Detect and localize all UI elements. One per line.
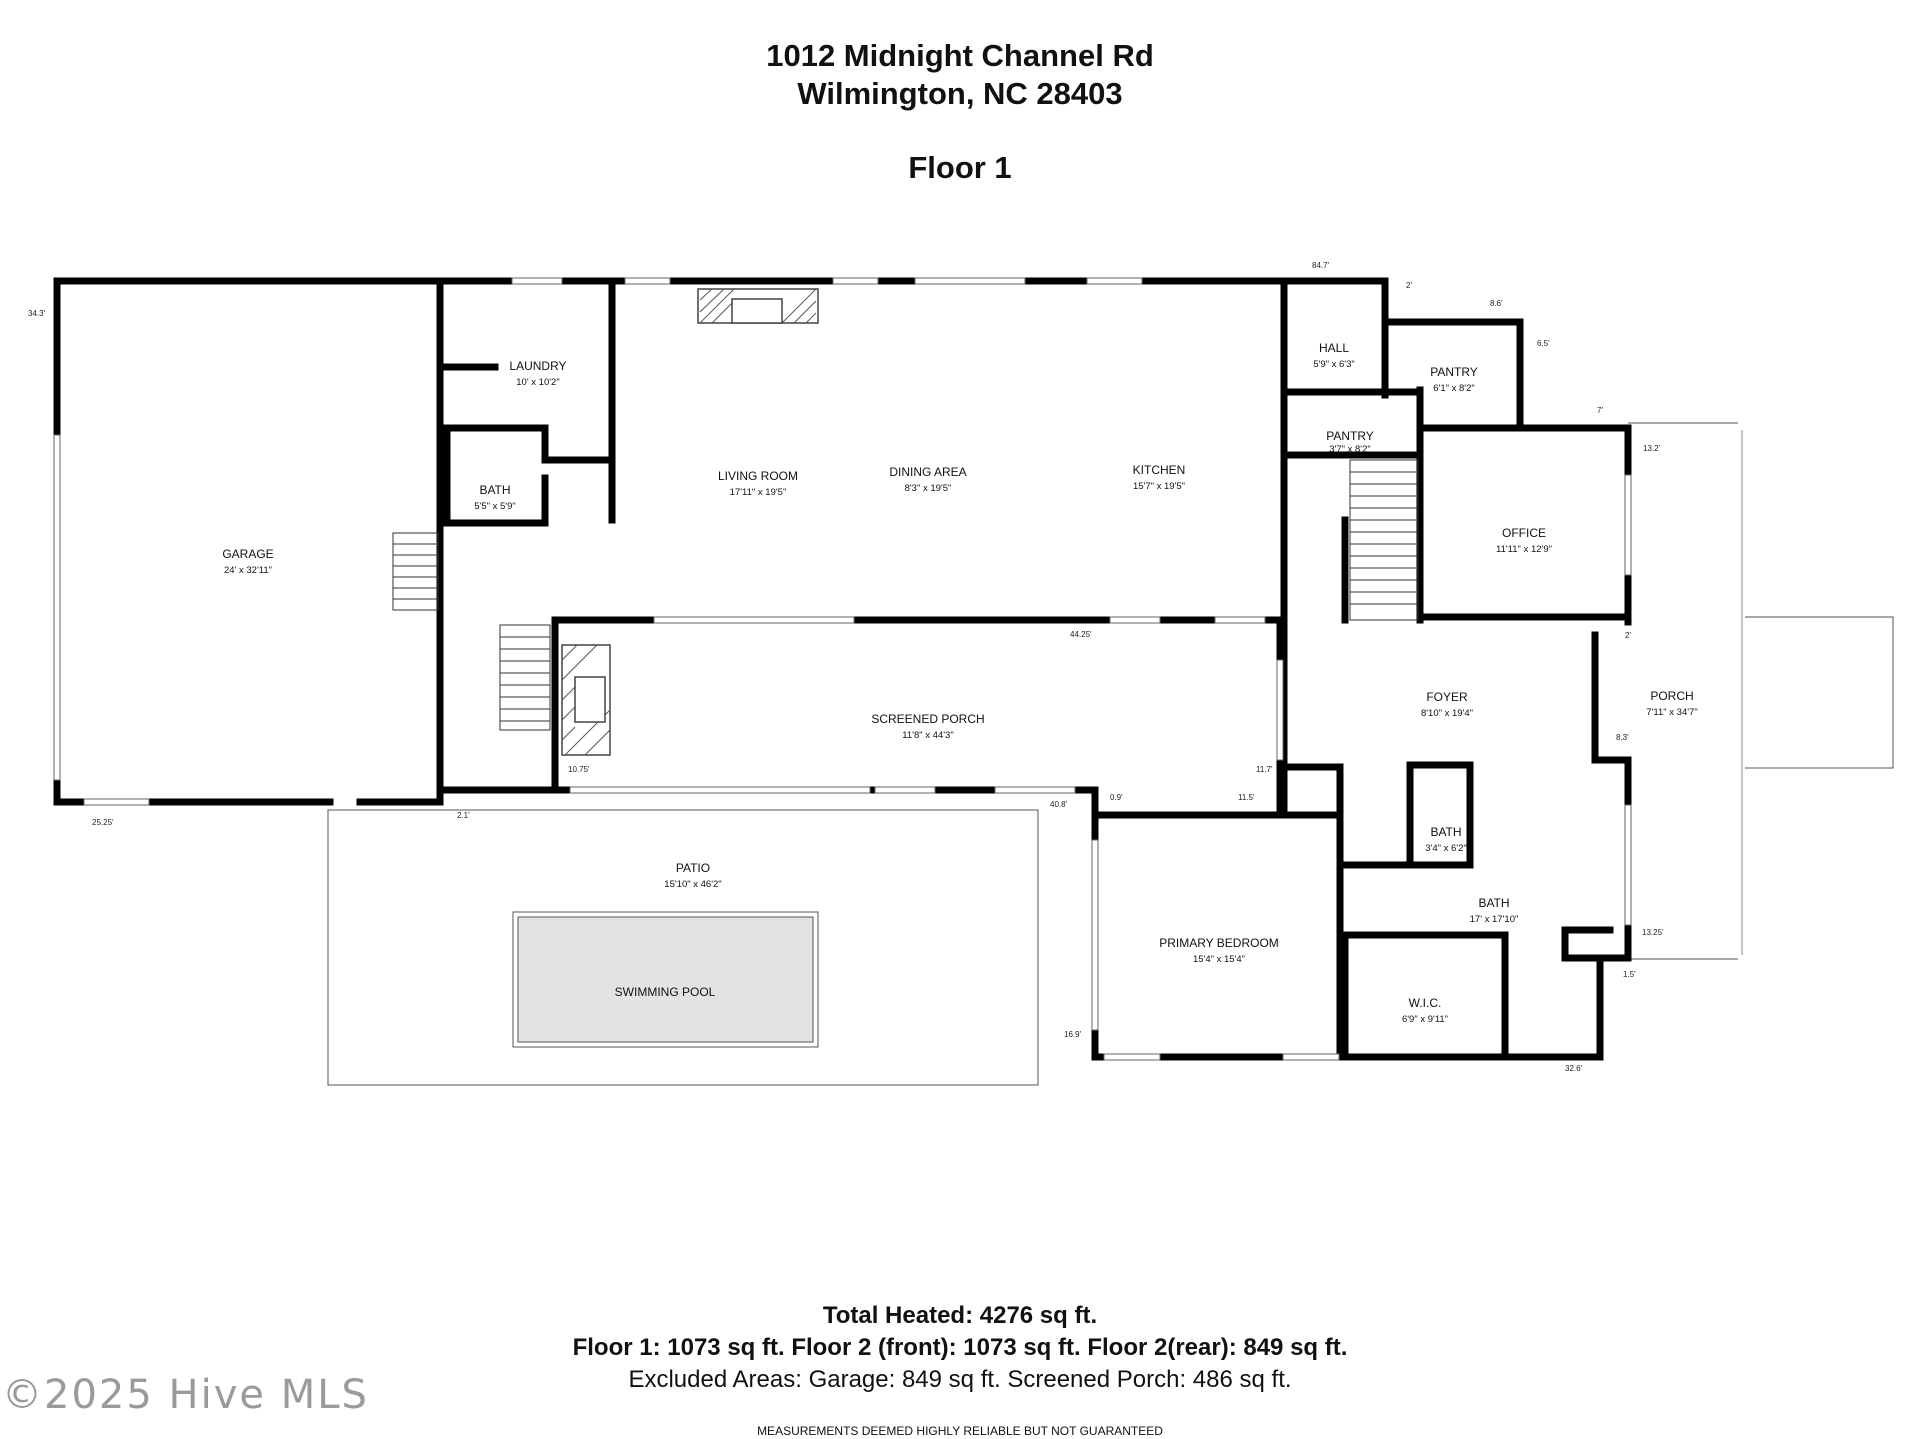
bath1-dims: 5'5" x 5'9" bbox=[474, 501, 516, 512]
porch-label: PORCH bbox=[1650, 689, 1693, 703]
excluded-areas: Excluded Areas: Garage: 849 sq ft. Scree… bbox=[628, 1366, 1292, 1393]
fireplace-icon bbox=[697, 288, 819, 324]
pantry2-dims: 3'7" x 8'2" bbox=[1329, 444, 1371, 455]
foyer-label: FOYER bbox=[1426, 690, 1468, 704]
watermark: ©2025 Hive MLS bbox=[2, 1372, 369, 1418]
patio-label: PATIO bbox=[676, 861, 710, 875]
office-label: OFFICE bbox=[1502, 526, 1546, 540]
measurement: 25.25' bbox=[92, 818, 114, 827]
primary-bedroom-dims: 15'4" x 15'4" bbox=[1193, 954, 1245, 965]
wic-label: W.I.C. bbox=[1409, 996, 1442, 1010]
kitchen-label: KITCHEN bbox=[1133, 463, 1186, 477]
patio-dims: 15'10" x 46'2" bbox=[664, 879, 721, 890]
measurement: 6.5' bbox=[1537, 339, 1550, 348]
measurement: 2' bbox=[1406, 281, 1412, 290]
measurement: 2' bbox=[1625, 631, 1631, 640]
hall-dims: 5'9" x 6'3" bbox=[1313, 359, 1355, 370]
fireplace-porch-icon bbox=[561, 644, 611, 756]
bath3-dims: 17' x 17'10" bbox=[1470, 914, 1519, 925]
foyer-dims: 8'10" x 19'4" bbox=[1421, 708, 1473, 719]
total-heated: Total Heated: 4276 sq ft. bbox=[822, 1302, 1098, 1329]
primary-bedroom-label: PRIMARY BEDROOM bbox=[1159, 936, 1279, 950]
dining-area-dims: 8'3" x 19'5" bbox=[905, 483, 952, 494]
measurement: 8.6' bbox=[1490, 299, 1503, 308]
dining-area-label: DINING AREA bbox=[889, 465, 966, 479]
bath2-label: BATH bbox=[1430, 825, 1461, 839]
screened-porch-dims: 11'8" x 44'3" bbox=[902, 730, 953, 741]
floor-breakdown: Floor 1: 1073 sq ft. Floor 2 (front): 10… bbox=[572, 1334, 1348, 1361]
hall-label: HALL bbox=[1319, 341, 1349, 355]
screened-porch-label: SCREENED PORCH bbox=[871, 712, 984, 726]
measurement: 1.5' bbox=[1623, 970, 1636, 979]
pantry2-label: PANTRY bbox=[1326, 429, 1374, 443]
bath3-label: BATH bbox=[1478, 896, 1509, 910]
pantry1-dims: 6'1" x 8'2" bbox=[1433, 383, 1475, 394]
room-labels: GARAGE 24' x 32'11" LAUNDRY 10' x 10'2" … bbox=[222, 341, 1697, 1025]
disclaimer: MEASUREMENTS DEEMED HIGHLY RELIABLE BUT … bbox=[757, 1424, 1163, 1438]
measurement: 8.3' bbox=[1616, 733, 1629, 742]
pantry1-label: PANTRY bbox=[1430, 365, 1478, 379]
laundry-label: LAUNDRY bbox=[509, 359, 566, 373]
measurement: 11.7' bbox=[1256, 765, 1273, 774]
measurement: 32.6' bbox=[1565, 1064, 1583, 1073]
measurement: 10.75' bbox=[568, 765, 590, 774]
patio-outline bbox=[327, 809, 1039, 1086]
measurement: 2.1' bbox=[457, 811, 470, 820]
living-room-label: LIVING ROOM bbox=[718, 469, 798, 483]
measurement: 0.9' bbox=[1110, 793, 1123, 802]
garage-label: GARAGE bbox=[222, 547, 273, 561]
measurement: 13.25' bbox=[1642, 928, 1664, 937]
pool-water bbox=[517, 916, 814, 1043]
porch-dims: 7'11" x 34'7" bbox=[1646, 707, 1697, 718]
garage-dims: 24' x 32'11" bbox=[224, 565, 272, 576]
bath1-label: BATH bbox=[479, 483, 510, 497]
measurement: 13.2' bbox=[1643, 444, 1661, 453]
address-line-1: 1012 Midnight Channel Rd bbox=[766, 38, 1154, 73]
office-dims: 11'11" x 12'9" bbox=[1496, 544, 1552, 555]
bath2-dims: 3'4" x 6'2" bbox=[1425, 843, 1467, 854]
measurement: 16.9' bbox=[1064, 1030, 1082, 1039]
measurement: 84.7' bbox=[1312, 261, 1330, 270]
porch-deck bbox=[1745, 616, 1894, 769]
floor-label: Floor 1 bbox=[908, 150, 1012, 185]
pool-label: SWIMMING POOL bbox=[615, 985, 716, 999]
wic-dims: 6'9" x 9'11" bbox=[1402, 1014, 1448, 1025]
stairs-icon bbox=[392, 459, 1419, 731]
living-room-dims: 17'11" x 19'5" bbox=[730, 487, 787, 498]
measurement: 34.3' bbox=[28, 309, 46, 318]
kitchen-dims: 15'7" x 19'5" bbox=[1133, 481, 1185, 492]
measurement: 40.8' bbox=[1050, 800, 1068, 809]
measurement: 11.5' bbox=[1238, 793, 1255, 802]
windows bbox=[53, 277, 1632, 1061]
exterior-walls bbox=[53, 277, 1632, 1061]
laundry-dims: 10' x 10'2" bbox=[516, 377, 559, 388]
measurement: 44.25' bbox=[1070, 630, 1092, 639]
address-line-2: Wilmington, NC 28403 bbox=[797, 76, 1123, 111]
measurement-labels: 84.7' 2' 8.6' 6.5' 7' 13.2' 34.3' 2' 44.… bbox=[28, 261, 1664, 1073]
measurement: 7' bbox=[1597, 406, 1603, 415]
